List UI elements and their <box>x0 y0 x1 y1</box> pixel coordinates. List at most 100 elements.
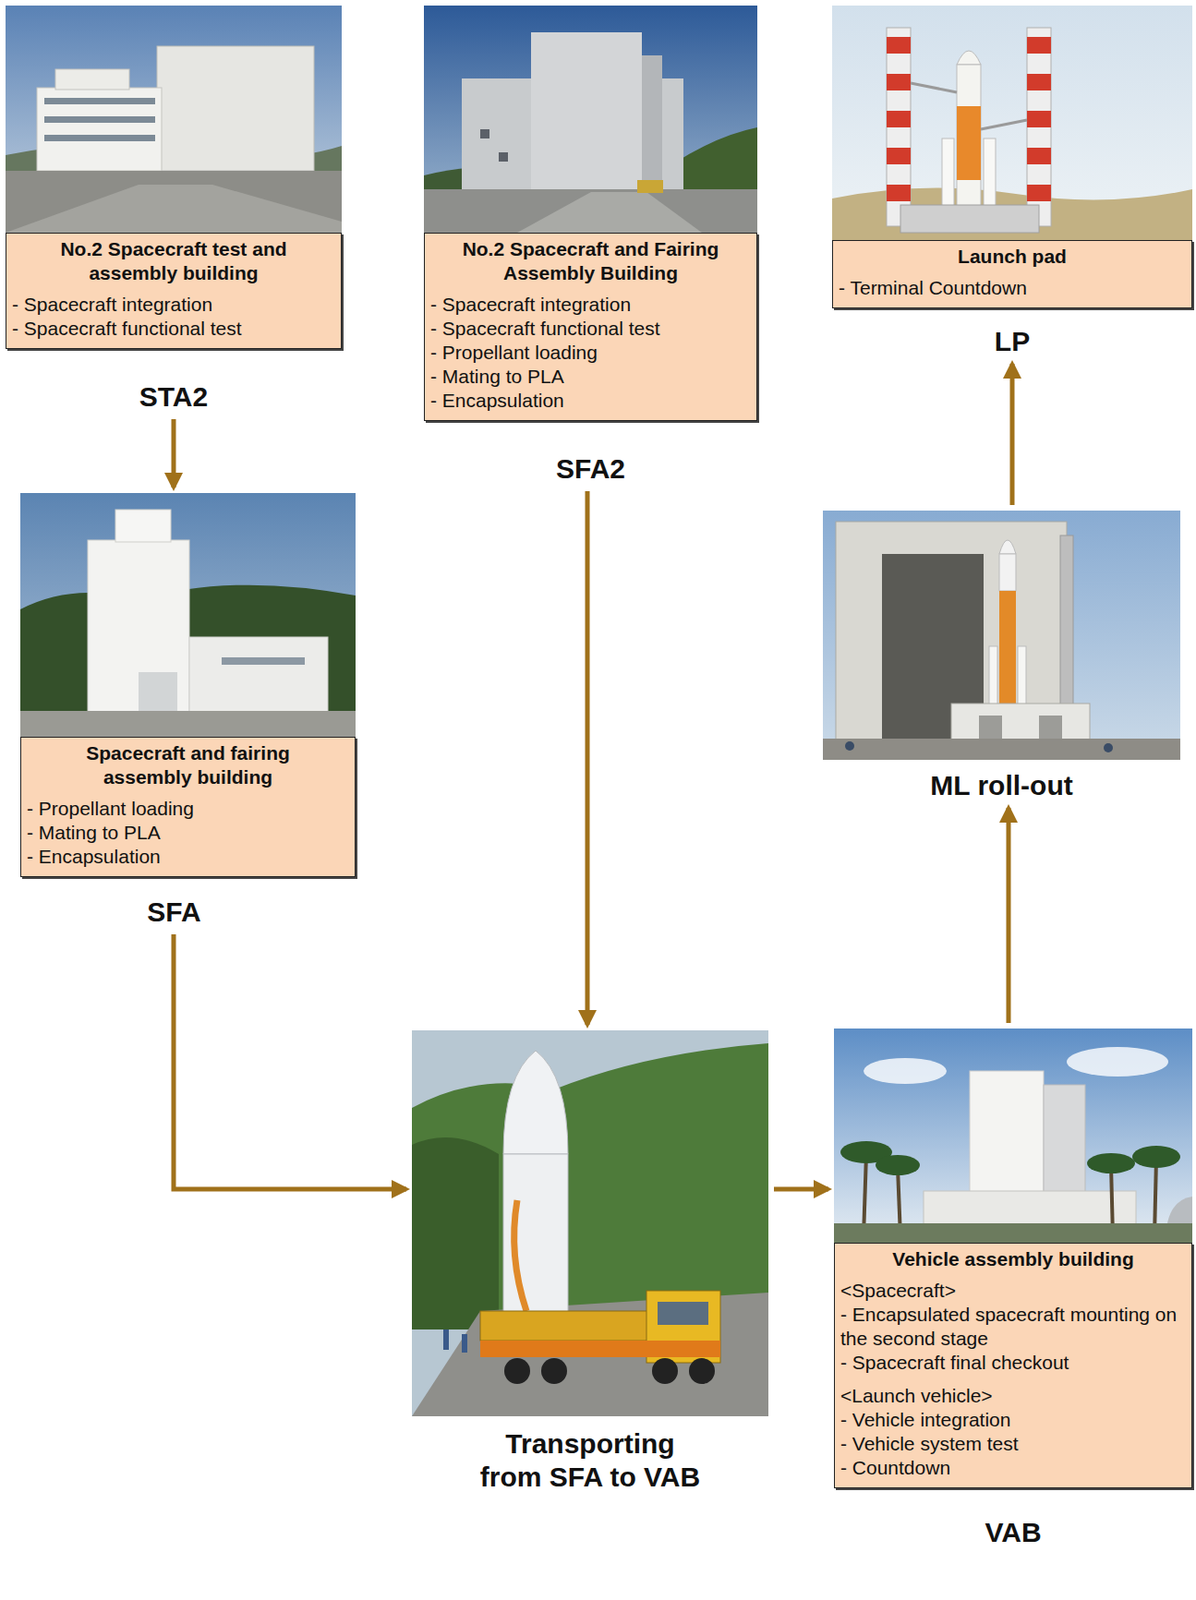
step-label: VAB <box>833 1516 1193 1550</box>
launch-pad-photo-part <box>956 64 981 213</box>
bullet-item: - Spacecraft functional test <box>424 316 757 341</box>
sfa-photo-part <box>221 657 305 665</box>
launch-pad-photo-part <box>900 205 1039 233</box>
transport-photo-part <box>443 1329 449 1351</box>
transport-step: Transporting from SFA to VAB <box>411 1030 769 1495</box>
building-step: No.2 Spacecraft and Fairing Assembly Bui… <box>423 5 758 486</box>
sta2-photo-part <box>44 134 156 142</box>
launch-pad-photo-part <box>886 27 911 227</box>
flow-arrow <box>1010 363 1015 506</box>
building-step: Vehicle assembly building <Spacecraft>- E… <box>833 1028 1193 1550</box>
bullet-item: - Countdown <box>834 1456 1192 1481</box>
sfa2-photo <box>423 5 758 233</box>
transport-photo-part <box>503 1051 568 1155</box>
launch-pad-photo-part <box>956 50 981 65</box>
sfa2-photo-part <box>637 180 664 194</box>
sfa-photo-part <box>138 672 178 716</box>
transport-photo-part <box>541 1358 568 1385</box>
sfa-photo-part <box>189 637 328 716</box>
photo-frame <box>411 1030 769 1417</box>
caption-box: Vehicle assembly building <Spacecraft>- E… <box>833 1243 1193 1489</box>
sta2-photo-part <box>36 87 162 171</box>
ml-rollout-photo-part <box>1103 743 1113 753</box>
transport-photo-part <box>657 1302 709 1326</box>
photo-frame <box>832 5 1193 241</box>
sta2-photo-part <box>5 184 342 233</box>
step-label: SFA <box>6 895 342 930</box>
bullet-item: - Spacecraft integration <box>424 292 757 317</box>
photo-frame <box>423 5 758 233</box>
launch-pad-photo-part <box>886 184 911 202</box>
ml-rollout-photo <box>822 510 1181 761</box>
flow-arrow <box>585 491 591 1026</box>
sfa2-photo-part <box>641 55 663 194</box>
ml-rollout-photo-part <box>978 715 1003 743</box>
ml-rollout-photo-part <box>845 741 855 751</box>
box-heading: Spacecraft and fairing assembly building <box>21 741 355 790</box>
flow-arrow <box>773 1187 829 1193</box>
ml-rollout-photo-part <box>822 738 1181 761</box>
ml-rollout-photo-part <box>1038 715 1063 743</box>
launch-pad-photo-part <box>832 5 1193 241</box>
rollout-step: ML roll-out <box>822 510 1181 803</box>
launch-pad-photo-part <box>1026 184 1052 202</box>
bullet-item: - Propellant loading <box>424 340 757 365</box>
box-heading: No.2 Spacecraft and Fairing Assembly Bui… <box>424 237 757 286</box>
bullet-item: - Terminal Countdown <box>833 276 1192 301</box>
sfa-photo-part <box>115 509 171 543</box>
launch-pad-photo-part <box>1026 110 1052 128</box>
transport-photo-part <box>411 1043 769 1330</box>
vab-photo-part <box>1066 1047 1169 1077</box>
building-step: Spacecraft and fairing assembly building… <box>20 493 356 930</box>
vab-photo-part <box>833 1223 1193 1244</box>
caption-box: No.2 Spacecraft test and assembly buildi… <box>5 232 342 350</box>
launch-pad-photo-part <box>983 138 996 213</box>
ml-rollout-photo-part <box>999 554 1016 592</box>
launch-pad-photo-part <box>910 83 957 93</box>
group-heading: <Spacecraft> <box>834 1279 1192 1304</box>
ml-rollout-photo-part <box>999 591 1016 707</box>
transport-photo-part <box>461 1334 468 1354</box>
caption-box: Spacecraft and fairing assembly building… <box>20 736 356 878</box>
transport-photo-part <box>411 1030 769 1417</box>
group-heading: <Launch vehicle> <box>834 1384 1192 1409</box>
caption-box: No.2 Spacecraft and Fairing Assembly Bui… <box>423 232 758 422</box>
step-label: ML roll-out <box>822 769 1181 803</box>
vab-photo-part <box>1132 1146 1181 1169</box>
sfa-photo <box>20 493 356 737</box>
vab-photo <box>833 1028 1193 1244</box>
transport-photo-part <box>652 1358 678 1385</box>
bullet-item: - Mating to PLA <box>424 364 757 389</box>
photo-frame <box>822 510 1181 761</box>
photo-frame <box>20 493 356 737</box>
ml-rollout-photo-part <box>1060 535 1074 707</box>
launch-pad-photo-part <box>956 106 981 181</box>
caption-box: Launch pad- Terminal Countdown <box>832 240 1193 309</box>
transport-photo-part <box>480 1311 665 1341</box>
launch-pad-photo-part <box>980 120 1027 130</box>
sta2-photo-part <box>55 69 130 90</box>
launch-pad-photo-part <box>1026 27 1052 227</box>
sfa-photo-part <box>20 711 356 737</box>
sta2-photo-part <box>44 116 156 123</box>
launch-pad-photo-part <box>1026 147 1052 165</box>
bullet-item: - Mating to PLA <box>21 821 355 846</box>
bullet-item: - Vehicle system test <box>834 1432 1192 1457</box>
flow-arrow <box>173 934 407 1190</box>
bullet-item: - Spacecraft final checkout <box>834 1351 1192 1376</box>
launch-step: Launch pad- Terminal CountdownLP <box>832 5 1193 359</box>
launch-pad-photo-part <box>1026 36 1052 54</box>
sta2-photo-part <box>44 97 156 105</box>
bullet-item: - Encapsulated spacecraft mounting on th… <box>834 1303 1192 1352</box>
launch-pad-photo-part <box>886 73 911 91</box>
vab-photo-part <box>863 1058 947 1085</box>
box-heading: Vehicle assembly building <box>834 1247 1192 1272</box>
launch-pad-photo-part <box>1026 73 1052 91</box>
box-heading: No.2 Spacecraft test and assembly buildi… <box>6 237 341 286</box>
step-label: STA2 <box>5 380 342 414</box>
flow-arrow <box>171 419 177 488</box>
sfa2-photo-part <box>423 189 758 233</box>
launch-pad-photo <box>832 5 1193 241</box>
transport-photo-part <box>503 1154 568 1314</box>
sfa2-photo-part <box>531 32 642 194</box>
